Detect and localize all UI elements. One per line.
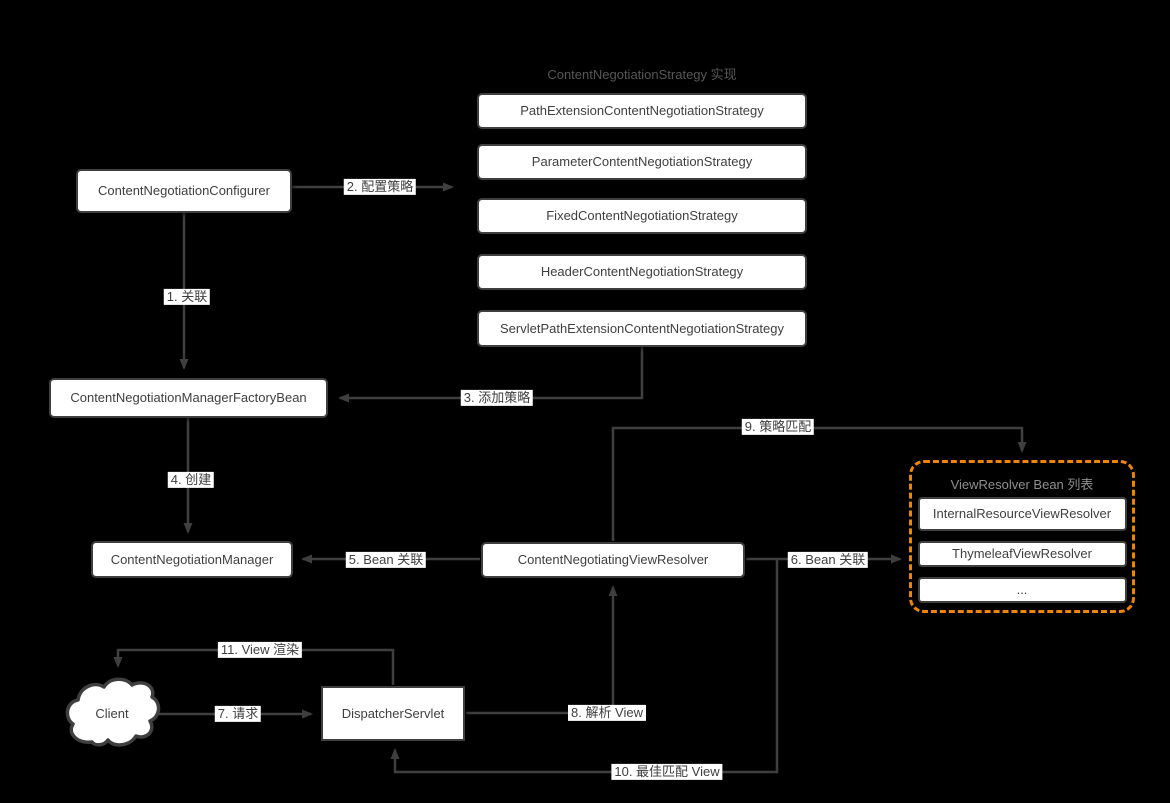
edge-label-6: 6. Bean 关联 — [787, 551, 869, 569]
strategy-group-heading: ContentNegotiationStrategy 实现 — [547, 67, 737, 82]
edge-label-4: 4. 创建 — [167, 471, 215, 489]
view-resolver-bean-list-group: ViewResolver Bean 列表 InternalResourceVie… — [909, 460, 1135, 613]
edge-label-3: 3. 添加策略 — [460, 389, 534, 407]
node-servlet-path-extension-strategy: ServletPathExtensionContentNegotiationSt… — [477, 310, 807, 347]
node-dispatcher-servlet: DispatcherServlet — [321, 686, 465, 741]
node-thymeleaf-view-resolver: ThymeleafViewResolver — [917, 541, 1127, 567]
node-header-strategy: HeaderContentNegotiationStrategy — [477, 254, 807, 290]
edge-label-9: 9. 策略匹配 — [741, 418, 815, 436]
node-path-extension-strategy: PathExtensionContentNegotiationStrategy — [477, 93, 807, 129]
client-label: Client — [95, 705, 129, 721]
edge-label-2: 2. 配置策略 — [343, 178, 417, 196]
arrow-3-add-strategy — [338, 347, 644, 403]
view-resolver-group-title: ViewResolver Bean 列表 — [950, 477, 1094, 492]
node-content-negotiation-configurer: ContentNegotiationConfigurer — [76, 169, 292, 213]
arrow-10-best-match-view — [390, 560, 779, 774]
node-more-view-resolvers: ... — [917, 577, 1127, 603]
node-content-negotiating-view-resolver: ContentNegotiatingViewResolver — [481, 542, 745, 578]
edge-label-8: 8. 解析 View — [567, 704, 647, 722]
node-content-negotiation-manager: ContentNegotiationManager — [91, 541, 293, 578]
cloud-icon — [65, 677, 161, 747]
edge-label-5: 5. Bean 关联 — [345, 551, 427, 569]
node-content-negotiation-manager-factory-bean: ContentNegotiationManagerFactoryBean — [49, 378, 328, 418]
node-parameter-strategy: ParameterContentNegotiationStrategy — [477, 144, 807, 180]
node-fixed-strategy: FixedContentNegotiationStrategy — [477, 198, 807, 234]
edge-label-7: 7. 请求 — [214, 705, 262, 723]
edge-label-1: 1. 关联 — [163, 288, 211, 306]
edge-label-11: 11. View 渲染 — [217, 641, 303, 659]
node-client-cloud: Client — [62, 674, 162, 752]
arrow-9-strategy-match — [611, 426, 1027, 541]
arrow-8-resolve-view — [466, 585, 618, 715]
node-internal-resource-view-resolver: InternalResourceViewResolver — [917, 497, 1127, 531]
edge-label-10: 10. 最佳匹配 View — [611, 763, 723, 781]
